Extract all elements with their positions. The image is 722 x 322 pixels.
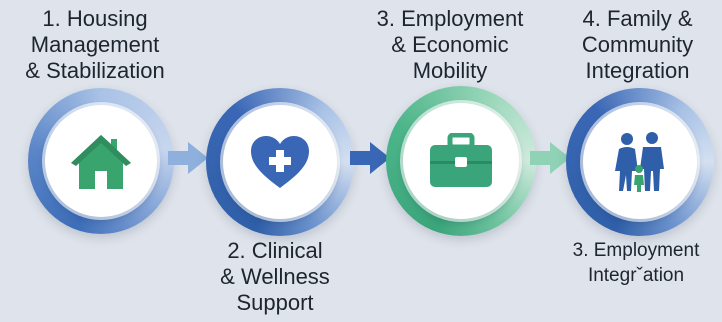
step-1-ring [28,88,174,234]
extra-step-label: 3. Employment Integrˇation [572,240,700,286]
briefcase-icon [430,133,492,187]
step-3-ring [386,86,536,236]
arrow-1-to-2 [168,142,208,174]
arrow-2-to-3 [350,142,390,174]
step-2-ring [206,88,354,236]
house-icon [71,135,131,189]
step-3-label: 3. Employment & Economic Mobility [376,6,524,83]
step-4-ring [566,88,714,236]
arrow-3-to-4 [530,142,570,174]
step-2-circle [223,105,337,219]
heart-plus-icon [251,136,309,188]
step-2-label: 2. Clinical & Wellness Support [220,238,330,315]
family-icon [615,132,664,192]
step-4-label: 4. Family & Community Integration [581,6,694,83]
step-1-circle [45,105,157,217]
step-4-circle [583,105,697,219]
step-3-circle [403,103,519,219]
step-1-label: 1. Housing Management & Stabilization [25,6,165,83]
